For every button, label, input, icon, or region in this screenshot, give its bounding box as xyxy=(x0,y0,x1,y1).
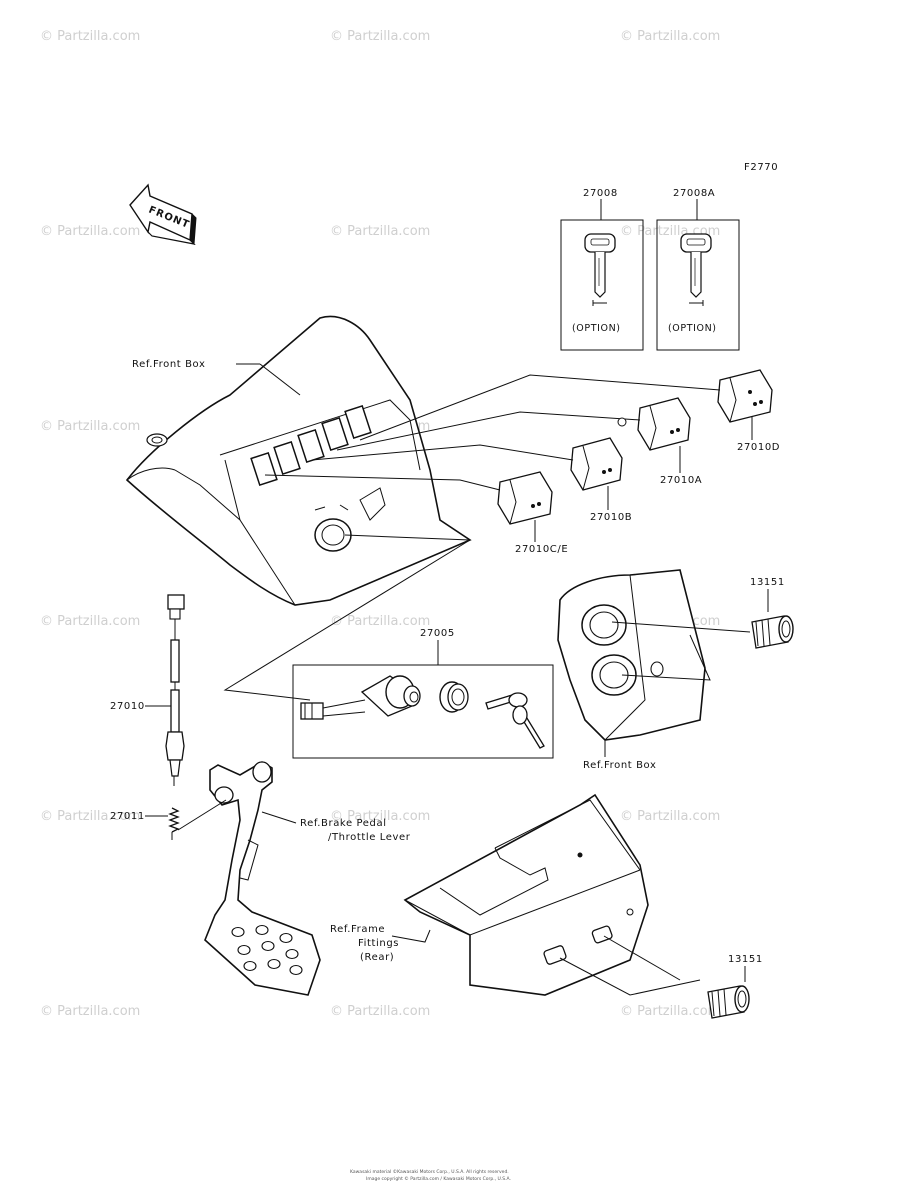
callout-27010D: 27010D xyxy=(737,442,780,453)
callout-27010A: 27010A xyxy=(660,475,702,486)
ignition-switch-icon xyxy=(300,675,421,720)
watermark: © Partzilla.com xyxy=(330,224,430,239)
footer-line2: Image copyright © Partzilla.com / Kawasa… xyxy=(366,1175,511,1182)
brake-pedal xyxy=(204,761,321,996)
watermark: © Partzilla.com xyxy=(40,809,140,824)
footer-line1: Kawasaki material ©Kawasaki Motors Corp.… xyxy=(350,1168,509,1175)
ref-brake-pedal-line1: Ref.Brake Pedal xyxy=(300,818,387,829)
figure-code: F2770 xyxy=(744,162,778,173)
callout-27010B: 27010B xyxy=(590,512,632,523)
rocker-switch-27010CE xyxy=(497,471,553,525)
ref-frame-line3: (Rear) xyxy=(360,952,394,963)
ref-brake-pedal-line2: /Throttle Lever xyxy=(328,832,411,843)
spring-icon xyxy=(168,807,180,840)
front-box-side-panel xyxy=(557,569,706,741)
callout-27005: 27005 xyxy=(420,628,455,639)
option-label-27008: (OPTION) xyxy=(572,323,621,334)
power-socket-icon xyxy=(707,985,750,1019)
callout-27008: 27008 xyxy=(583,188,618,199)
rocker-switch-27010B xyxy=(570,437,623,491)
switch-slots xyxy=(250,404,372,487)
key-pair-icon xyxy=(485,692,545,749)
ref-frame-line1: Ref.Frame xyxy=(330,924,385,935)
rocker-switch-27010D xyxy=(717,369,773,423)
callout-27010: 27010 xyxy=(110,701,145,712)
watermark: © Partzilla.com xyxy=(40,614,140,629)
option-label-27008A: (OPTION) xyxy=(668,323,717,334)
key-27008-group: 27008 (OPTION) xyxy=(560,188,644,351)
watermark: © Partzilla.com xyxy=(330,809,430,824)
callout-27008A: 27008A xyxy=(673,188,715,199)
callout-27010CE: 27010C/E xyxy=(515,544,568,555)
watermark: © Partzilla.com xyxy=(620,809,720,824)
callout-13151-bottom: 13151 xyxy=(728,954,763,965)
ref-front-box-right: Ref.Front Box xyxy=(583,760,656,771)
watermark: © Partzilla.com xyxy=(620,29,720,44)
front-box-dashboard xyxy=(125,315,472,606)
callout-27011: 27011 xyxy=(110,811,145,822)
key-27008A-group: 27008A (OPTION) xyxy=(656,188,740,351)
ref-frame-line2: Fittings xyxy=(358,938,399,949)
watermark: © Partzilla.com xyxy=(330,614,430,629)
rocker-switch-27010A xyxy=(637,397,691,451)
power-socket-icon xyxy=(751,615,794,649)
watermark: © Partzilla.com xyxy=(620,1004,720,1019)
watermark: © Partzilla.com xyxy=(40,224,140,239)
watermark: © Partzilla.com xyxy=(40,29,140,44)
key-icon xyxy=(680,233,712,306)
brake-light-switch-icon xyxy=(165,594,185,786)
nut-icon xyxy=(439,681,469,713)
callout-13151-top: 13151 xyxy=(750,577,785,588)
watermark: © Partzilla.com xyxy=(40,419,140,434)
key-icon xyxy=(584,233,616,306)
watermark: © Partzilla.com xyxy=(40,1004,140,1019)
ref-front-box-top: Ref.Front Box xyxy=(132,359,205,370)
watermark: © Partzilla.com xyxy=(330,1004,430,1019)
rear-frame-fittings xyxy=(403,793,649,996)
watermark: © Partzilla.com xyxy=(330,29,430,44)
